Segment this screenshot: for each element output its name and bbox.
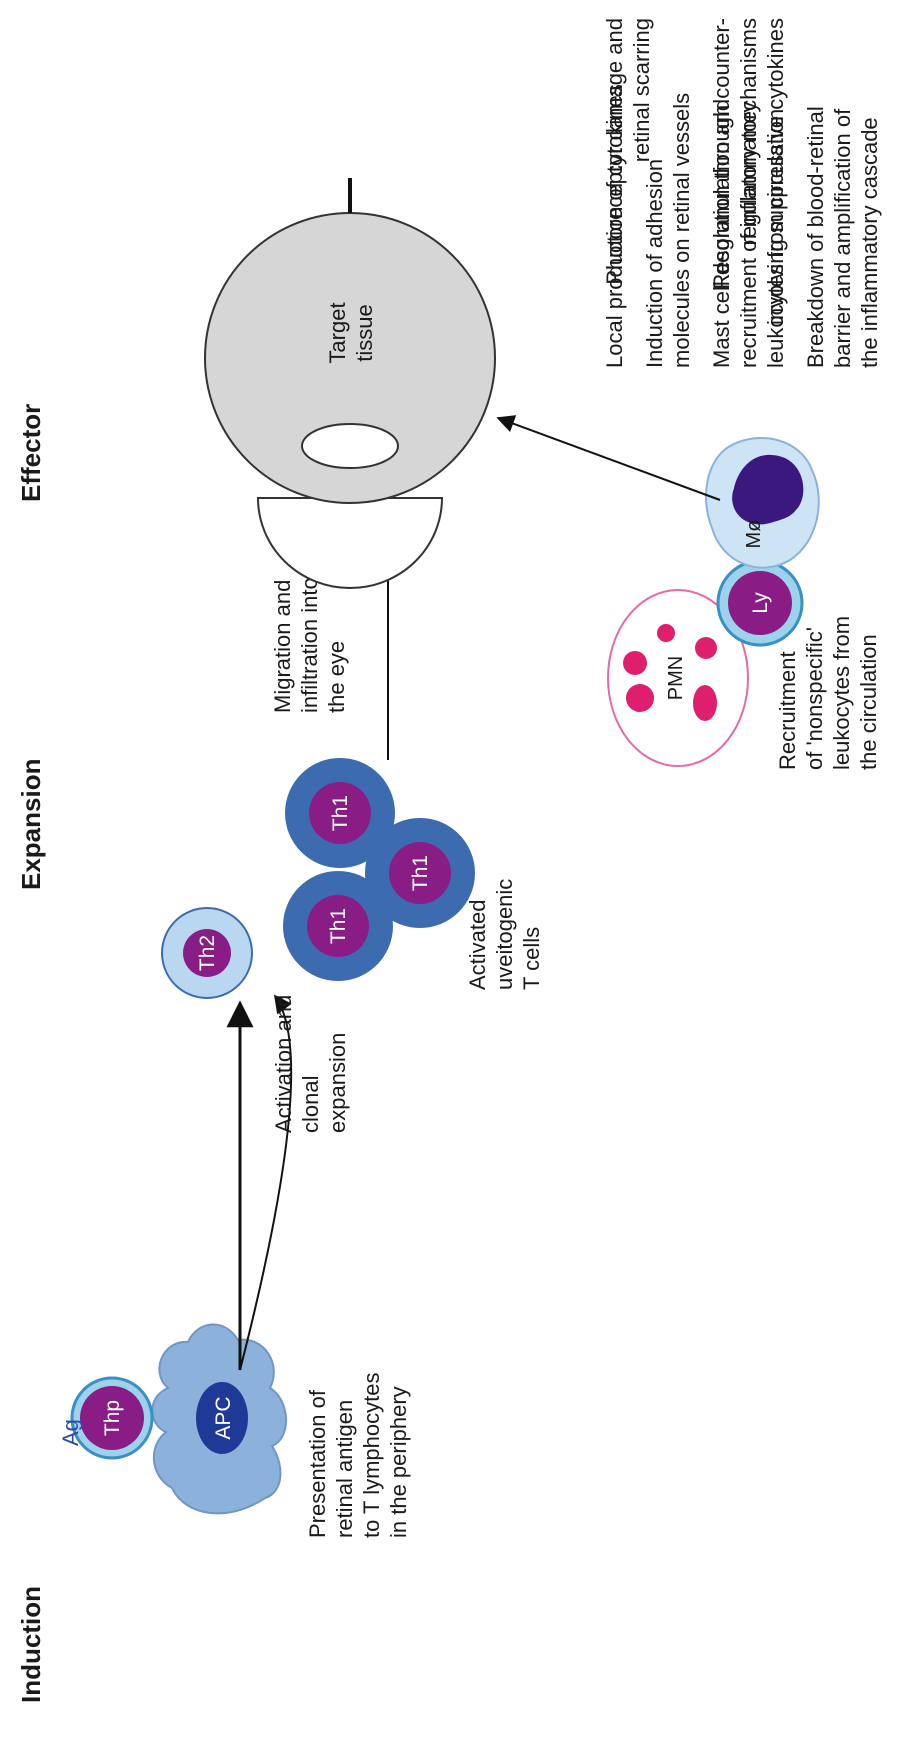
activated-caption-line-2: uveitogenic <box>492 879 517 990</box>
eye-lens <box>301 423 399 469</box>
eye-cornea <box>256 497 444 589</box>
antigen-label: Ag <box>58 1419 83 1446</box>
apc-label: APC <box>212 1396 235 1439</box>
target-tissue-label-line-2: tissue <box>352 304 377 361</box>
th1-label-top: Th1 <box>329 795 352 831</box>
migration-caption-line-1: Migration and <box>270 580 295 713</box>
migration-caption-line-3: the eye <box>324 641 349 713</box>
thp-label: Thp <box>101 1400 124 1436</box>
macrophage-nucleus <box>732 454 804 525</box>
activated-caption-line-1: Activated <box>465 900 490 991</box>
apc-nucleus <box>196 1382 248 1454</box>
effect-1-line-1: Local production of cytokines <box>602 84 627 368</box>
migration-caption-line-2: infiltration into <box>297 577 322 713</box>
activation-caption-line-3: expansion <box>325 1033 350 1133</box>
th1-cell-top: Th1 <box>285 758 395 868</box>
effect-6-line-3: involving suppressive cytokines <box>763 18 788 325</box>
presentation-caption-line-3: to T lymphocytes <box>359 1373 384 1538</box>
effect-3-line-1: Mast cell degranulation and <box>709 99 734 368</box>
macrophage-label: Mø <box>743 520 765 549</box>
recruitment-caption-line-4: the circulation <box>856 634 881 770</box>
pmn-cell: PMN <box>607 589 749 767</box>
effect-3-line-3: leukocytes from circulation <box>763 109 788 368</box>
activation-arrow-th2 <box>239 994 293 1371</box>
stage-effector-header: Effector <box>16 404 46 502</box>
pmn-label: PMN <box>665 656 687 700</box>
target-tissue-eye <box>204 178 496 589</box>
effect-2-line-1: Induction of adhesion <box>642 159 667 368</box>
apc-cell: APC <box>151 1323 287 1515</box>
presentation-caption-line-4: in the periphery <box>386 1386 411 1538</box>
activated-caption-line-3: T cells <box>519 927 544 990</box>
stage-expansion-header: Expansion <box>16 759 46 890</box>
recruitment-arrow <box>496 415 721 501</box>
activation-caption-line-2: clonal <box>298 1076 323 1133</box>
effect-6-line-2: regulatory mechanisms <box>736 18 761 245</box>
ly-label: Ly <box>749 592 772 614</box>
th1-label-right: Th1 <box>409 855 432 891</box>
recruitment-caption-line-1: Recruitment <box>775 651 800 770</box>
ly-cell: Ly <box>716 559 804 647</box>
th2-cell: Th2 <box>161 907 253 999</box>
th1-cell-right: Th1 <box>365 818 475 928</box>
stage-induction-header: Induction <box>16 1586 46 1703</box>
th2-label: Th2 <box>196 935 219 971</box>
activation-caption-line-1: Activation and <box>271 995 296 1133</box>
recruitment-caption-line-2: of 'nonspecific' <box>802 627 827 770</box>
macrophage-cell: Mø <box>705 437 820 569</box>
effect-6-line-1: Resolution through counter- <box>709 18 734 290</box>
presentation-caption-line-2: retinal antigen <box>332 1400 357 1538</box>
recruitment-caption-line-3: leukocytes from <box>829 616 854 770</box>
effect-3-line-2: recruitment of inflammatory <box>736 101 761 368</box>
th1-cell-left: Th1 <box>283 871 393 981</box>
th1-label-left: Th1 <box>327 908 350 944</box>
effect-2-line-2: molecules on retinal vessels <box>669 93 694 368</box>
presentation-caption-line-1: Presentation of <box>305 1389 330 1538</box>
effect-5-line-1: Photoreceptor damage and <box>602 18 627 285</box>
effect-5-line-2: retinal scarring <box>629 18 654 162</box>
effect-4-line-1: Breakdown of blood-retinal <box>803 106 828 368</box>
thp-cell: Thp <box>70 1376 154 1460</box>
effect-4-line-3: the inflammatory cascade <box>857 117 882 368</box>
effect-4-line-2: barrier and amplification of <box>830 108 855 368</box>
target-tissue-label-line-1: Target <box>325 302 350 363</box>
